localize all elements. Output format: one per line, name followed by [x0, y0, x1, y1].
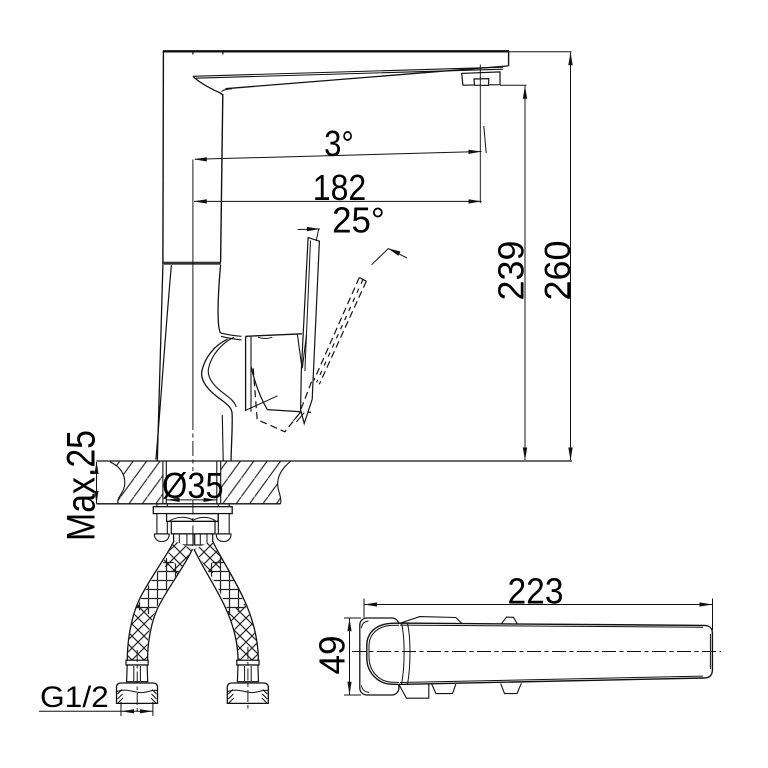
svg-text:182: 182: [313, 167, 367, 208]
svg-text:Ø35: Ø35: [162, 465, 224, 506]
svg-text:239: 239: [491, 241, 532, 301]
svg-text:223: 223: [508, 570, 564, 611]
svg-text:260: 260: [537, 241, 578, 301]
svg-text:25°: 25°: [332, 199, 385, 240]
svg-text:49: 49: [312, 636, 353, 675]
svg-text:3°: 3°: [324, 123, 354, 164]
svg-text:Max.25: Max.25: [59, 430, 103, 541]
svg-text:G1/2: G1/2: [40, 681, 109, 714]
